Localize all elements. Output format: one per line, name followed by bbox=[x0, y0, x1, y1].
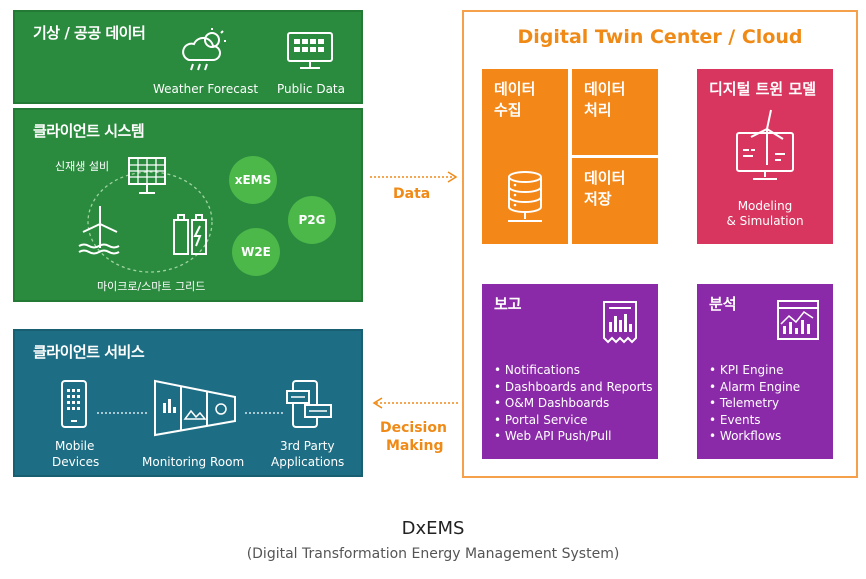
third-party-apps-icon bbox=[286, 380, 332, 428]
renewable-label: 신재생 설비 bbox=[55, 160, 110, 173]
analysis-items-list: KPI Engine Alarm Engine Telemetry Events… bbox=[709, 362, 800, 445]
model-subtitle-2: & Simulation bbox=[726, 214, 804, 228]
w2e-circle: W2E bbox=[232, 228, 280, 276]
connector-dots-right bbox=[245, 412, 285, 414]
footer-title: DxEMS bbox=[401, 518, 465, 539]
weather-public-data-panel: 기상 / 공공 데이터 Weather Forecast Public Data bbox=[13, 10, 363, 104]
client-service-title: 클라이언트 서비스 bbox=[33, 343, 145, 361]
client-system-title: 클라이언트 시스템 bbox=[33, 122, 145, 140]
turbine-monitor-icon bbox=[736, 109, 794, 180]
analysis-item: KPI Engine bbox=[709, 362, 800, 379]
report-document-icon bbox=[603, 301, 637, 344]
data-processing-title-line2: 처리 bbox=[584, 101, 612, 119]
data-collection-title: 데이터 수집 bbox=[494, 79, 535, 121]
third-party-label-1: 3rd Party bbox=[280, 439, 335, 453]
weather-forecast-label: Weather Forecast bbox=[153, 82, 259, 96]
data-arrow-label: Data bbox=[393, 186, 431, 202]
report-item: Dashboards and Reports bbox=[494, 379, 653, 396]
p2g-circle: P2G bbox=[288, 196, 336, 244]
data-storage-title-line2: 저장 bbox=[584, 190, 612, 208]
report-title: 보고 bbox=[494, 295, 522, 313]
mobile-device-icon bbox=[61, 380, 87, 428]
public-data-label: Public Data bbox=[277, 82, 345, 96]
client-system-panel: 클라이언트 시스템 신재생 설비 마이크로/스마트 그리드 xEMS P2G W… bbox=[13, 108, 363, 302]
decision-arrow bbox=[372, 397, 460, 409]
database-icon bbox=[508, 171, 542, 222]
data-processing-box: 데이터 처리 bbox=[572, 69, 658, 155]
decision-label-1: Decision bbox=[380, 420, 447, 436]
report-item: O&M Dashboards bbox=[494, 395, 653, 412]
report-item: Portal Service bbox=[494, 412, 653, 429]
model-subtitle-1: Modeling bbox=[737, 199, 793, 213]
data-processing-title: 데이터 처리 bbox=[584, 79, 625, 121]
xems-circle: xEMS bbox=[229, 156, 277, 204]
battery-storage-icon bbox=[173, 214, 207, 255]
weather-panel-title: 기상 / 공공 데이터 bbox=[33, 24, 146, 42]
report-item: Notifications bbox=[494, 362, 653, 379]
data-storage-box: 데이터 저장 bbox=[572, 158, 658, 244]
third-party-label-2: Applications bbox=[271, 455, 345, 469]
cloud-title: Digital Twin Center / Cloud bbox=[517, 26, 803, 48]
data-collection-box: 데이터 수집 bbox=[482, 69, 568, 244]
report-items-list: Notifications Dashboards and Reports O&M… bbox=[494, 362, 653, 445]
decision-label-2: Making bbox=[386, 438, 444, 454]
digital-twin-model-title: 디지털 트윈 모델 bbox=[709, 80, 817, 98]
mobile-label-1: Mobile bbox=[55, 439, 95, 453]
data-collection-title-line1: 데이터 bbox=[494, 80, 536, 98]
data-storage-title-line1: 데이터 bbox=[584, 169, 626, 187]
report-box: 보고 Notifications Dashboards and Reports … bbox=[482, 284, 658, 459]
data-arrow bbox=[370, 171, 458, 183]
analysis-title: 분석 bbox=[709, 295, 737, 313]
report-item: Web API Push/Pull bbox=[494, 428, 653, 445]
analysis-item: Telemetry bbox=[709, 395, 800, 412]
digital-twin-model-box: 디지털 트윈 모델 Modeling & Simulation bbox=[697, 69, 833, 244]
analysis-item: Alarm Engine bbox=[709, 379, 800, 396]
analysis-item: Workflows bbox=[709, 428, 800, 445]
digital-twin-cloud-panel: Digital Twin Center / Cloud bbox=[462, 10, 858, 478]
data-storage-title: 데이터 저장 bbox=[584, 168, 625, 210]
microgrid-ring bbox=[87, 171, 213, 273]
monitoring-room-label: Monitoring Room bbox=[142, 455, 245, 469]
analysis-box: 분석 KPI Engine Alarm Engine Telemetry Eve… bbox=[697, 284, 833, 459]
microgrid-label: 마이크로/스마트 그리드 bbox=[97, 280, 206, 293]
data-collection-title-line2: 수집 bbox=[494, 101, 522, 119]
analysis-item: Events bbox=[709, 412, 800, 429]
monitoring-room-icon bbox=[154, 379, 236, 437]
analytics-chart-icon bbox=[777, 300, 819, 340]
client-service-panel: 클라이언트 서비스 Mobile Devices Monitoring Room… bbox=[13, 329, 363, 477]
public-data-monitor-icon bbox=[287, 32, 333, 69]
wind-turbine-icon bbox=[78, 206, 120, 255]
footer-subtitle: (Digital Transformation Energy Managemen… bbox=[246, 546, 620, 562]
weather-cloud-icon bbox=[182, 28, 226, 71]
connector-dots-left bbox=[97, 412, 147, 414]
data-processing-title-line1: 데이터 bbox=[584, 80, 626, 98]
solar-panel-icon bbox=[128, 157, 166, 194]
mobile-label-2: Devices bbox=[52, 455, 100, 469]
